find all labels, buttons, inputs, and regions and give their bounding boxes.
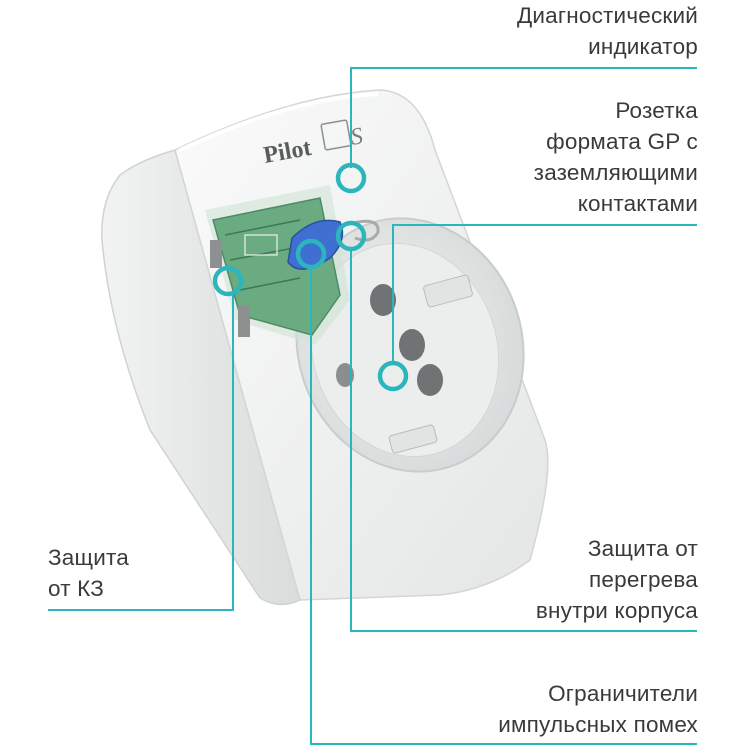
marker-short-circuit [212,265,244,297]
label-line: внутри корпуса [535,598,698,623]
model-mark: S [349,123,365,151]
label-surge-limiters: Ограничители импульсных помех [498,678,698,740]
label-line: от КЗ [48,576,105,601]
callout-line-overheat [350,247,697,632]
marker-overheat [335,220,367,252]
label-line: Розетка [615,98,698,123]
label-line: формата GP с [546,129,698,154]
label-line: импульсных помех [498,712,698,737]
label-line: Диагностический [516,3,698,28]
label-line: перегрева [589,567,698,592]
label-line: Защита от [587,536,698,561]
label-line: Ограничители [548,681,698,706]
label-line: заземляющими [533,160,698,185]
callout-markers [212,162,409,392]
pcb-window [205,185,380,345]
label-line: Защита [48,545,129,570]
label-line: контактами [577,191,698,216]
label-overheat-protection: Защита от перегрева внутри корпуса [536,533,698,626]
marker-surge [295,238,327,270]
label-gp-socket: Розетка формата GP с заземляющими контак… [534,95,698,219]
label-line: индикатор [588,34,698,59]
callout-line-socket [392,224,697,365]
marker-socket [377,360,409,392]
callout-line-surge [310,265,697,745]
callout-line-short-circuit [48,292,234,611]
label-short-circuit-protection: Защита от КЗ [48,542,129,604]
socket-recess [295,217,525,473]
label-diagnostic-indicator: Диагностический индикатор [517,0,698,62]
callout-line-diagnostic [350,67,697,168]
callout-lines [48,67,697,745]
marker-diagnostic [335,162,367,194]
